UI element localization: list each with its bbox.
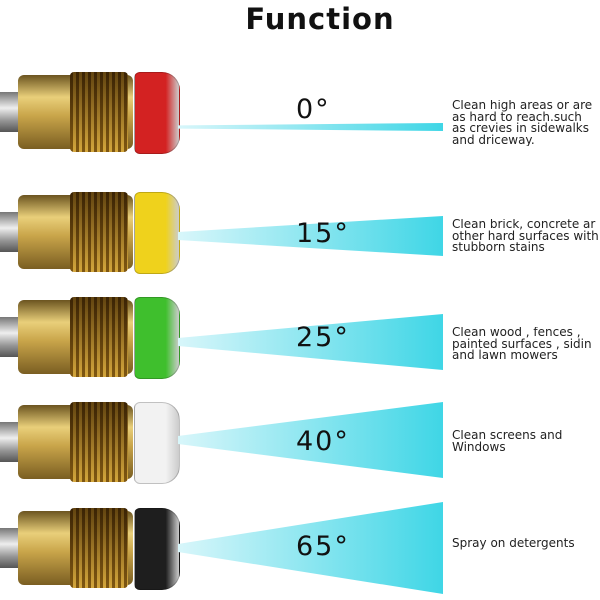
nozzle-tip-0 (134, 72, 180, 154)
spray-angle-label: 15° (296, 218, 350, 249)
spray-angle-label: 0° (296, 94, 331, 125)
nozzle-description: Spray on detergents (452, 538, 575, 550)
nozzle-description: Clean wood , fences , painted surfaces ,… (452, 327, 592, 362)
nozzle-description: Clean high areas or are as hard to reach… (452, 100, 593, 146)
coupler-knurl-image (70, 508, 128, 588)
coupler-knurl-image (70, 192, 128, 272)
nozzle-tip-1 (134, 192, 180, 274)
nozzle-description: Clean screens and Windows (452, 430, 563, 453)
coupler-knurl-image (70, 72, 128, 152)
spray-angle-label: 65° (296, 531, 350, 562)
nozzle-tip-3 (134, 402, 180, 484)
coupler-knurl-image (70, 402, 128, 482)
nozzle-description: Clean brick, concrete ar other hard surf… (452, 219, 599, 254)
spray-pattern-0 (178, 123, 443, 131)
coupler-knurl-image (70, 297, 128, 377)
spray-angle-label: 40° (296, 426, 350, 457)
page-title: Function (245, 2, 395, 36)
nozzle-tip-4 (134, 508, 180, 590)
nozzle-tip-2 (134, 297, 180, 379)
spray-angle-label: 25° (296, 322, 350, 353)
